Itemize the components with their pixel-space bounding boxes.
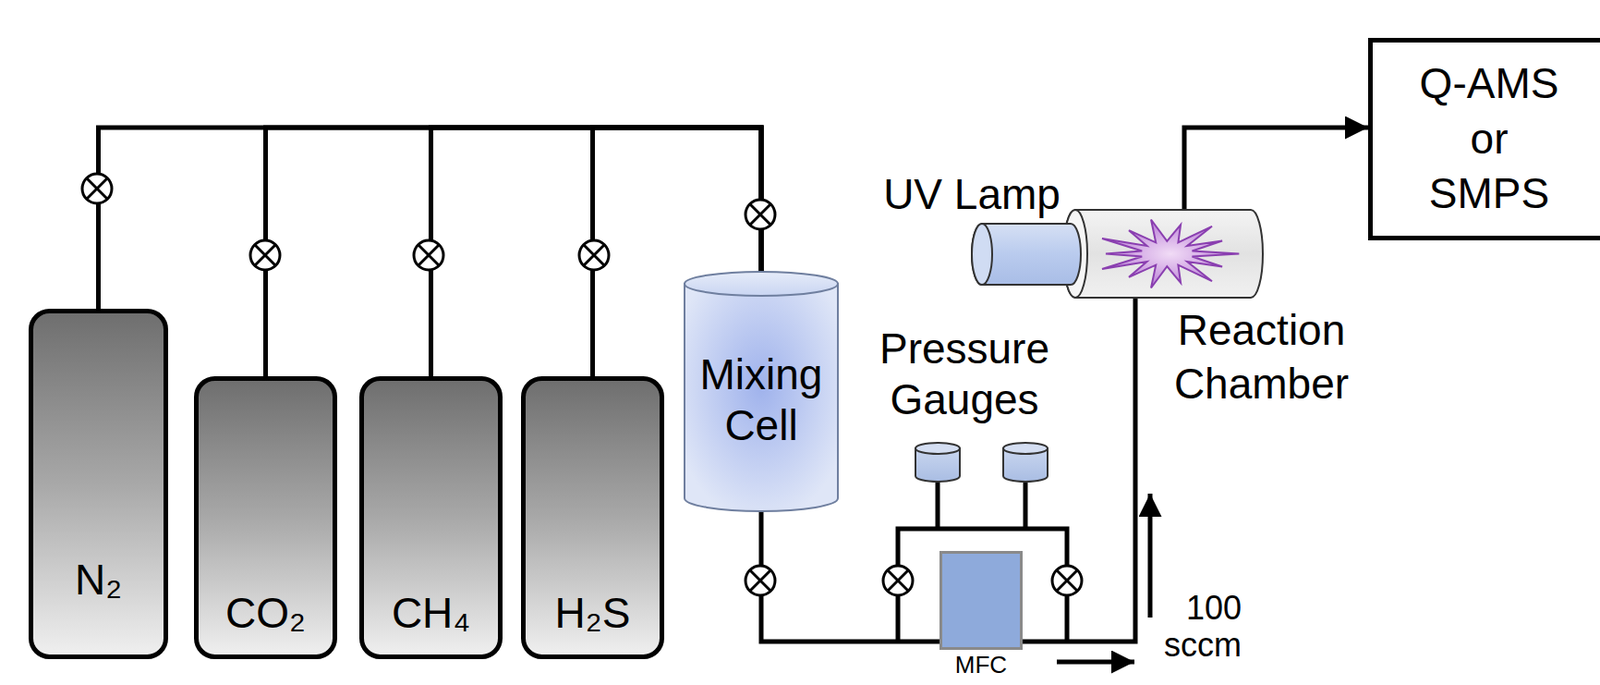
pressure-gauge (1003, 442, 1048, 482)
pressure-gauge (915, 442, 960, 482)
gauge-stem (935, 480, 941, 529)
gas-cylinder: H₂S (521, 375, 665, 659)
node-label: CH₄ (391, 587, 471, 639)
node-label: MFC (921, 651, 1042, 679)
flow-rate-label: 100 sccm (1156, 589, 1242, 663)
node-label: Reaction Chamber (1148, 303, 1375, 411)
mixing-cell: Mixing Cell (683, 270, 839, 511)
node-label: Q-AMS or SMPS (1408, 56, 1571, 222)
reaction-chamber: Reaction Chamber (1063, 208, 1263, 299)
node-label: UV Lamp (879, 168, 1065, 222)
valve-symbol (745, 565, 776, 595)
valve-symbol (883, 565, 913, 595)
gas-cylinder-outline (28, 308, 169, 659)
valve-symbol (250, 240, 280, 270)
reaction-chamber-outline (1063, 208, 1263, 299)
part-label: Pressure Gauges (853, 323, 1076, 425)
node-label: N₂ (74, 554, 122, 606)
uv-flash (1102, 219, 1239, 289)
gas-cylinder: N₂ (28, 308, 169, 659)
valve-symbol (579, 240, 609, 270)
valve-symbol (1052, 565, 1082, 595)
uv-lamp: UV Lamp (971, 222, 1081, 286)
node-label: CO₂ (225, 587, 306, 639)
flow-arrow (1056, 659, 1135, 665)
uv-lamp-outline (971, 222, 1081, 286)
gas-cylinder: CH₄ (359, 375, 503, 659)
instrument-box: Q-AMS or SMPS (1368, 37, 1600, 241)
mass-flow-controller-outline (939, 550, 1023, 650)
flow-arrow (1148, 493, 1153, 618)
valve-symbol (82, 173, 112, 204)
mass-flow-controller: MFC (939, 550, 1023, 650)
node-label: H₂S (555, 587, 631, 639)
node-label: Mixing Cell (688, 349, 835, 451)
valve-symbol (413, 240, 444, 270)
gas-cylinder: CO₂ (193, 375, 338, 659)
gauge-stem (1023, 480, 1029, 529)
gas-line (1184, 127, 1369, 209)
valve-symbol (745, 199, 776, 230)
